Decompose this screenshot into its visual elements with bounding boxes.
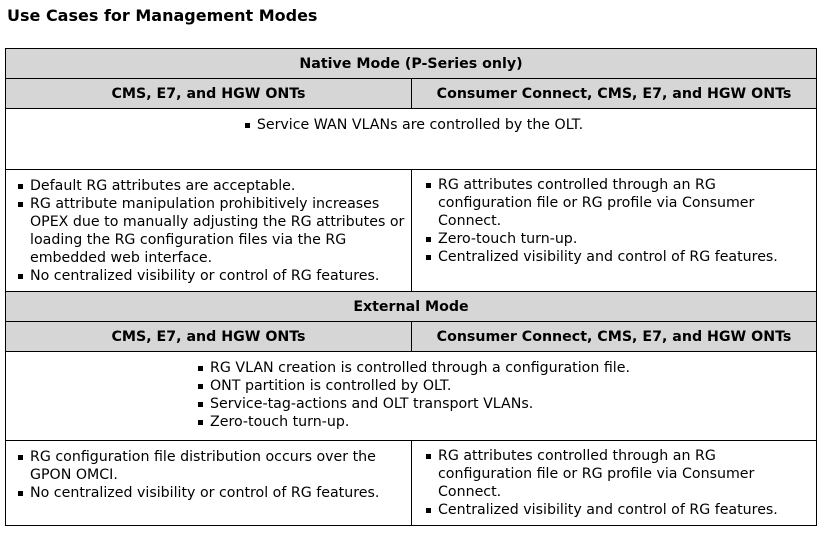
native-col-header-left: CMS, E7, and HGW ONTs — [5, 78, 412, 109]
external-left-list: RG configuration file distribution occur… — [14, 448, 405, 502]
list-item: Default RG attributes are acceptable. — [14, 177, 405, 195]
list-item: RG VLAN creation is controlled through a… — [194, 359, 630, 377]
external-shared-list: RG VLAN creation is controlled through a… — [194, 359, 630, 431]
management-modes-table: Native Mode (P-Series only) CMS, E7, and… — [5, 48, 817, 526]
list-item: RG attributes controlled through an RG c… — [422, 447, 812, 501]
list-item: RG attributes controlled through an RG c… — [422, 176, 812, 230]
external-right-cell: RG attributes controlled through an RG c… — [411, 440, 817, 526]
native-shared-cell: Service WAN VLANs are controlled by the … — [5, 108, 817, 170]
external-detail-row: RG configuration file distribution occur… — [5, 440, 817, 526]
external-shared-cell: RG VLAN creation is controlled through a… — [5, 351, 817, 441]
list-item: Zero-touch turn-up. — [194, 413, 630, 431]
external-right-list: RG attributes controlled through an RG c… — [422, 447, 812, 519]
native-right-cell: RG attributes controlled through an RG c… — [411, 169, 817, 292]
native-shared-list: Service WAN VLANs are controlled by the … — [241, 116, 583, 134]
list-item: ONT partition is controlled by OLT. — [194, 377, 630, 395]
list-item: Service-tag-actions and OLT transport VL… — [194, 395, 630, 413]
native-shared-row: Service WAN VLANs are controlled by the … — [5, 108, 817, 170]
external-left-cell: RG configuration file distribution occur… — [5, 440, 412, 526]
external-shared-row: RG VLAN creation is controlled through a… — [5, 351, 817, 441]
native-mode-header: Native Mode (P-Series only) — [5, 48, 817, 79]
list-item: Centralized visibility and control of RG… — [422, 501, 812, 519]
native-col-header-right: Consumer Connect, CMS, E7, and HGW ONTs — [411, 78, 817, 109]
native-left-list: Default RG attributes are acceptable. RG… — [14, 177, 405, 285]
external-column-header-row: CMS, E7, and HGW ONTs Consumer Connect, … — [5, 321, 817, 352]
external-col-header-left: CMS, E7, and HGW ONTs — [5, 321, 412, 352]
external-mode-header: External Mode — [5, 291, 817, 322]
external-col-header-right: Consumer Connect, CMS, E7, and HGW ONTs — [411, 321, 817, 352]
list-item: No centralized visibility or control of … — [14, 484, 405, 502]
list-item: Service WAN VLANs are controlled by the … — [241, 116, 583, 134]
list-item: RG attribute manipulation prohibitively … — [14, 195, 405, 267]
native-detail-row: Default RG attributes are acceptable. RG… — [5, 169, 817, 292]
list-item: Centralized visibility and control of RG… — [422, 248, 812, 266]
list-item: Zero-touch turn-up. — [422, 230, 812, 248]
list-item: RG configuration file distribution occur… — [14, 448, 405, 484]
native-mode-header-row: Native Mode (P-Series only) — [5, 48, 817, 79]
external-mode-header-row: External Mode — [5, 291, 817, 322]
native-right-list: RG attributes controlled through an RG c… — [422, 176, 812, 266]
native-column-header-row: CMS, E7, and HGW ONTs Consumer Connect, … — [5, 78, 817, 109]
native-left-cell: Default RG attributes are acceptable. RG… — [5, 169, 412, 292]
page-title: Use Cases for Management Modes — [7, 6, 318, 25]
list-item: No centralized visibility or control of … — [14, 267, 405, 285]
